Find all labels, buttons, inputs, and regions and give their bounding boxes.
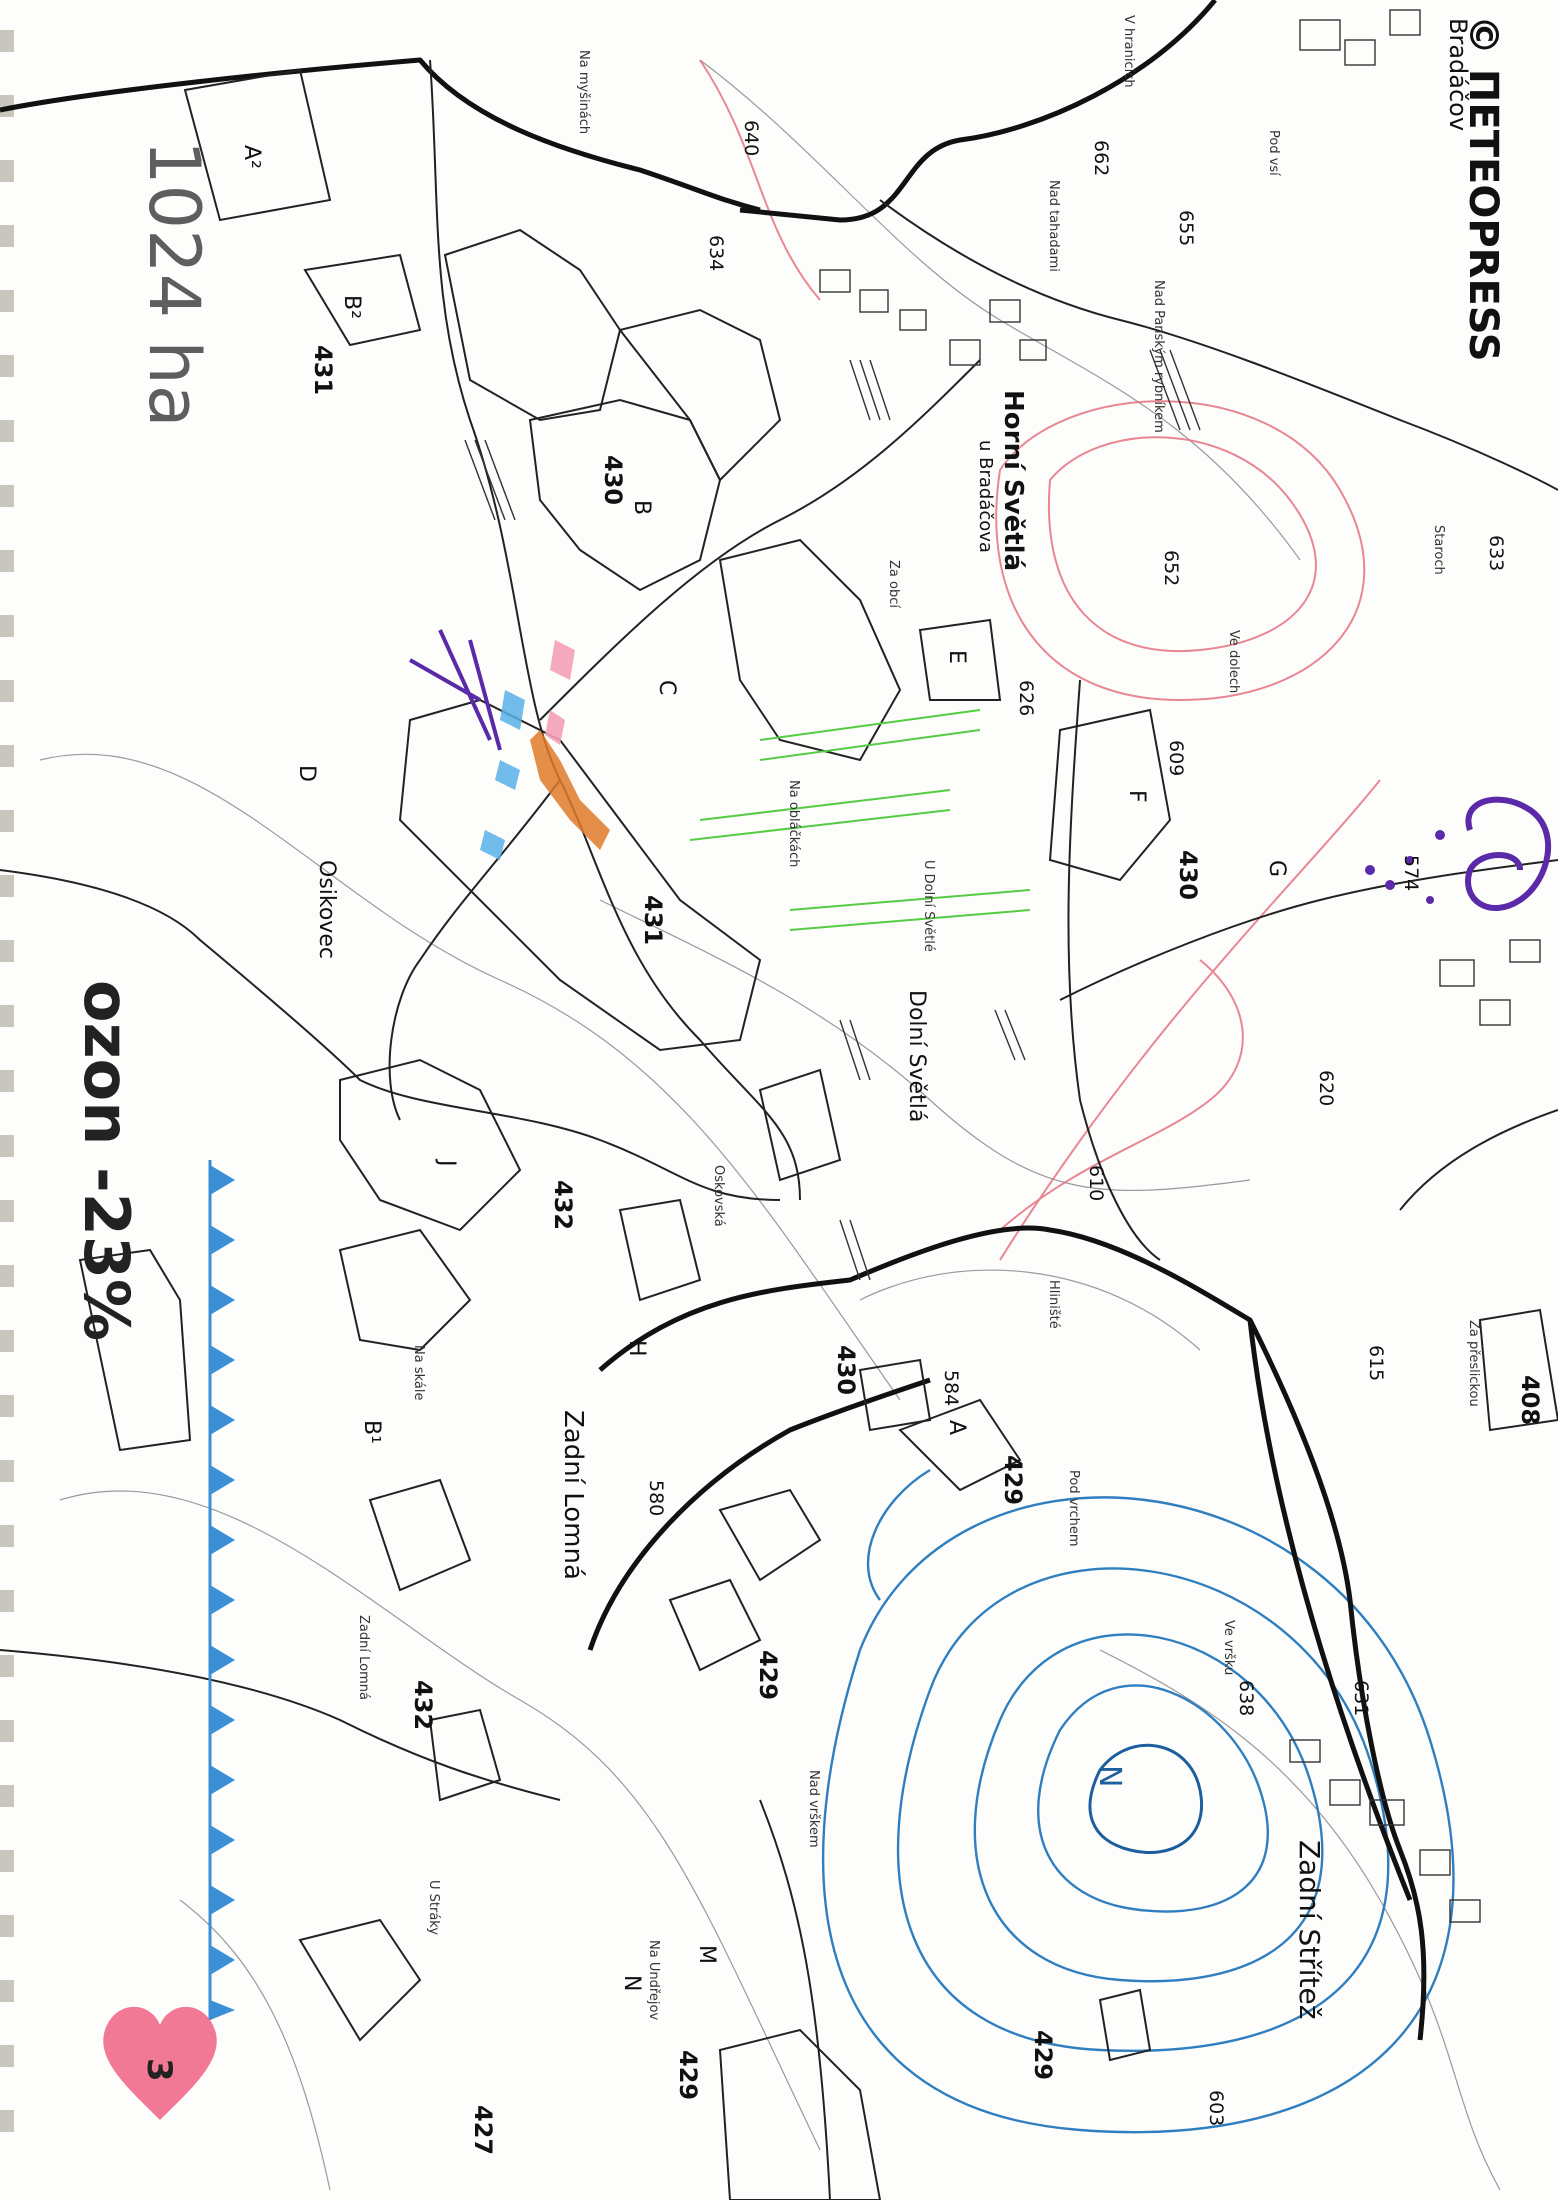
pink-highlight	[545, 640, 575, 745]
elev-610: 610	[1085, 1165, 1107, 1201]
place-u-straky: U Stráky	[426, 1880, 441, 1935]
elev-634: 634	[705, 235, 727, 271]
village-horni-svetla: Horní Světlá	[998, 390, 1028, 571]
settlement-blocks	[819, 9, 1541, 1923]
major-boundaries	[0, 0, 1427, 2041]
stand-429-d: 429	[674, 2050, 702, 2100]
plot-e: E	[944, 650, 969, 664]
plot-j: J	[434, 1158, 459, 1167]
copyright-label: © ПЕТЕОPRESS	[1460, 15, 1506, 362]
plot-n: N	[619, 1975, 644, 1991]
elev-638: 638	[1235, 1680, 1257, 1716]
cyan-highlight	[480, 690, 525, 860]
place-pod-vsi: Pod vsí	[1266, 130, 1281, 176]
place-na-mysinach: Na myšinách	[576, 50, 591, 134]
blue-contour-hill	[821, 1468, 1455, 2134]
place-nad-tahadami: Nad tahadami	[1046, 180, 1061, 272]
elev-580: 580	[645, 1480, 667, 1516]
page-number: 3	[139, 2058, 179, 2082]
stand-430-b: 430	[1174, 850, 1202, 900]
stand-429-a: 429	[999, 1455, 1027, 1505]
area-annotation: 1024 ha	[133, 140, 215, 428]
boundary-lines	[0, 59, 1558, 2200]
spiral-binding	[0, 30, 14, 2132]
elev-652: 652	[1160, 550, 1182, 586]
hill-center-mark: N	[1092, 1765, 1127, 1787]
plot-h: H	[624, 1340, 649, 1357]
place-u-dolni-svetle: U Dolní Světlé	[921, 860, 936, 952]
stand-427: 427	[469, 2105, 497, 2155]
elev-640: 640	[740, 120, 762, 156]
stand-429-c: 429	[1029, 2030, 1057, 2080]
elev-584: 584	[940, 1370, 962, 1406]
village-horni-svetla-sub: u Bradáčova	[975, 440, 996, 553]
hatched-areas	[464, 349, 1201, 1281]
place-v-hranicich: V hranicích	[1121, 15, 1136, 88]
elev-633: 633	[1485, 535, 1507, 571]
elev-609: 609	[1165, 740, 1187, 776]
village-zadni-lomna: Zadní Lomná	[558, 1410, 588, 1580]
plot-a2: A²	[239, 145, 264, 169]
place-hliniste: Hliništé	[1046, 1280, 1061, 1329]
stand-432-a: 432	[549, 1180, 577, 1230]
village-osikovec: Osikovec	[314, 860, 339, 959]
plot-b1: B¹	[359, 1420, 384, 1444]
elev-574: 574	[1400, 855, 1422, 891]
village-bradacov: Bradáčov	[1444, 18, 1472, 131]
place-zadni-lomna-small: Zadní Lomná	[356, 1615, 371, 1700]
place-nad-vrskem: Nad vrškem	[806, 1770, 821, 1848]
orange-highlight	[530, 730, 610, 850]
plot-m: M	[694, 1945, 719, 1964]
place-nad-panskym: Nad Panským rybníkem	[1151, 280, 1166, 433]
elev-655: 655	[1175, 210, 1197, 246]
elev-662: 662	[1090, 140, 1112, 176]
elev-615: 615	[1365, 1345, 1387, 1381]
purple-drops	[1365, 830, 1445, 904]
place-ve-vrsku: Ve vršku	[1221, 1620, 1236, 1675]
red-contours	[699, 59, 1381, 1261]
ozone-annotation: ozon -23%	[70, 980, 143, 1341]
stand-431-a: 431	[309, 345, 337, 395]
highlight-marks	[409, 629, 1552, 931]
stand-408: 408	[1516, 1375, 1544, 1425]
plot-d: D	[294, 765, 319, 782]
stand-430-c: 430	[832, 1345, 860, 1395]
elev-620: 620	[1315, 1070, 1337, 1106]
village-zadni-stritez: Zadní Střítež	[1293, 1840, 1326, 2019]
stand-432-b: 432	[409, 1680, 437, 1730]
plot-c: C	[654, 680, 679, 695]
place-na-skale: Na skále	[411, 1345, 426, 1400]
elev-603: 603	[1205, 2090, 1227, 2126]
elev-626: 626	[1015, 680, 1037, 716]
place-na-oblackach: Na obláčkách	[786, 780, 801, 867]
stand-430-a: 430	[599, 455, 627, 505]
plot-b: B	[629, 500, 654, 515]
place-za-preslickou: Za přeslickou	[1466, 1320, 1481, 1407]
triangle-edge	[210, 1165, 235, 2020]
plot-a: A	[944, 1420, 969, 1435]
stand-431-b: 431	[639, 895, 667, 945]
blue-hill-core	[1088, 1743, 1203, 1854]
purple-scribble	[1465, 796, 1552, 912]
plot-f: F	[1124, 790, 1149, 803]
place-ve-dolech: Ve dolech	[1226, 630, 1241, 693]
elev-631: 631	[1350, 1680, 1372, 1716]
stand-429-b: 429	[754, 1650, 782, 1700]
place-staroch: Staroch	[1431, 525, 1446, 575]
place-za-obci: Za obcí	[886, 560, 901, 608]
village-dolni-svetla: Dolní Světlá	[904, 990, 929, 1122]
green-hatch	[689, 709, 1031, 931]
plot-b2: B²	[339, 295, 364, 319]
heart-icon	[103, 2006, 217, 2120]
purple-arrow	[409, 629, 502, 751]
place-na-undrejov: Na Undřejov	[646, 1940, 661, 2020]
place-oskovska: Oskovská	[711, 1165, 726, 1227]
plot-g: G	[1264, 860, 1289, 877]
place-pod-vrchem: Pod vrchem	[1066, 1470, 1081, 1547]
